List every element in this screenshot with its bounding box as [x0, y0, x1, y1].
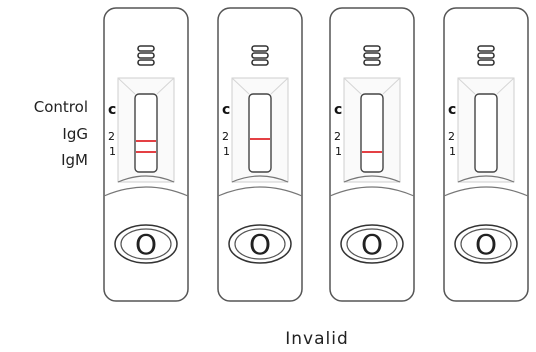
sample-well-inner: [346, 228, 398, 260]
window-curve: [117, 175, 175, 183]
frame-bevel: [343, 77, 362, 95]
sample-well-symbol: O: [249, 228, 271, 261]
result-window: [474, 93, 498, 173]
result-window: [360, 93, 384, 173]
grip-ridge: [477, 52, 495, 59]
mark-1: 1: [449, 145, 456, 158]
sample-well-inner: [460, 228, 512, 260]
mark-c: c: [334, 102, 342, 118]
mark-1: 1: [109, 145, 116, 158]
mark-1: 1: [335, 145, 342, 158]
mark-2: 2: [222, 130, 229, 143]
grip-ridge: [251, 45, 269, 52]
label-igg: IgG: [62, 125, 88, 143]
mark-2: 2: [108, 130, 115, 143]
grip-ridge: [363, 45, 381, 52]
cassette-group: c 2 1Oc 2 1Oc 2 1Oc 2 1O: [103, 7, 529, 302]
frame-bevel: [270, 77, 289, 95]
grip-ridge: [137, 52, 155, 59]
sample-well-symbol: O: [135, 228, 157, 261]
frame-bevel: [117, 77, 136, 95]
frame-bevel: [496, 77, 515, 95]
frame-bevel: [382, 77, 401, 95]
grip-ridge: [251, 59, 269, 66]
sample-well-symbol: O: [475, 228, 497, 261]
sample-well-symbol: O: [361, 228, 383, 261]
grip-ridge: [477, 45, 495, 52]
grip-ridge: [363, 59, 381, 66]
grip-ridge: [363, 52, 381, 59]
window-curve: [343, 175, 401, 183]
body-curve: [217, 186, 303, 197]
cassette-4: c 2 1O: [443, 7, 529, 302]
label-control: Control: [34, 98, 88, 116]
mark-1: 1: [223, 145, 230, 158]
body-curve: [443, 186, 529, 197]
frame-bevel: [457, 77, 476, 95]
label-igm: IgM: [61, 151, 88, 169]
sample-well-inner: [120, 228, 172, 260]
body-curve: [329, 186, 415, 197]
frame-bevel: [156, 77, 175, 95]
invalid-caption: Invalid: [285, 329, 349, 349]
window-curve: [457, 175, 515, 183]
cassette-3: c 2 1O: [329, 7, 415, 302]
body-curve: [103, 186, 189, 197]
grip-ridge: [477, 59, 495, 66]
grip-ridge: [137, 59, 155, 66]
mark-c: c: [108, 102, 116, 118]
result-window: [248, 93, 272, 173]
cassette-1: c 2 1O: [103, 7, 189, 302]
grip-ridge: [251, 52, 269, 59]
mark-2: 2: [448, 130, 455, 143]
grip-ridge: [137, 45, 155, 52]
mark-c: c: [448, 102, 456, 118]
sample-well-inner: [234, 228, 286, 260]
mark-2: 2: [334, 130, 341, 143]
result-window: [134, 93, 158, 173]
cassette-2: c 2 1O: [217, 7, 303, 302]
mark-c: c: [222, 102, 230, 118]
window-curve: [231, 175, 289, 183]
frame-bevel: [231, 77, 250, 95]
